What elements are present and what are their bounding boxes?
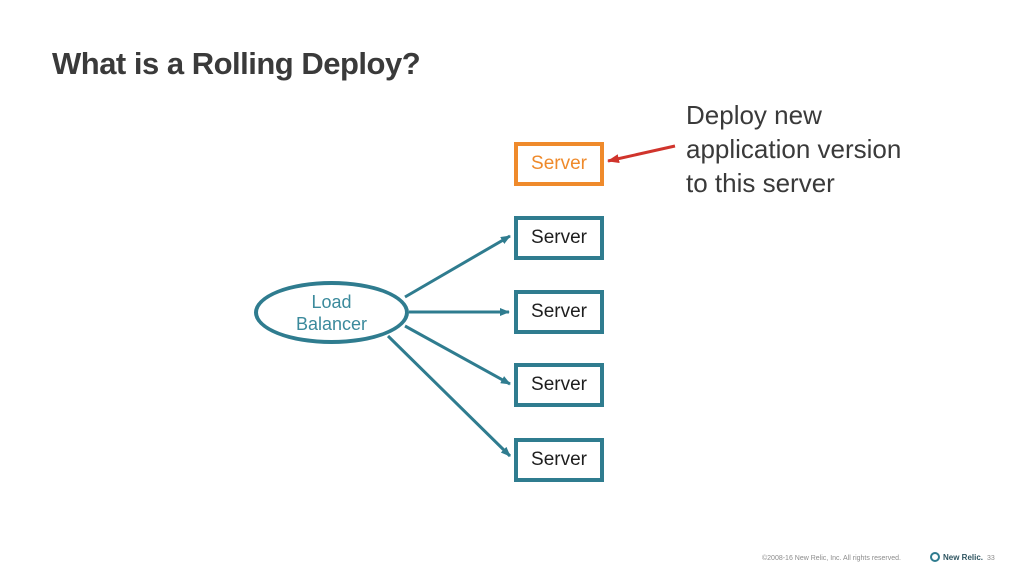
server-label: Server: [531, 153, 587, 174]
callout-line-3: to this server: [686, 168, 835, 198]
server-label: Server: [531, 227, 587, 248]
connector-to-server-4: [404, 324, 511, 386]
server-label: Server: [531, 301, 587, 322]
new-relic-logo: New Relic.: [930, 552, 983, 562]
server-box: Server: [514, 216, 604, 260]
slide-title: What is a Rolling Deploy?: [52, 46, 421, 81]
logo-text: New Relic.: [943, 552, 984, 562]
load-balancer-label-line2: Balancer: [295, 313, 368, 334]
server-label: Server: [531, 374, 587, 395]
connector-to-server-2: [404, 234, 511, 299]
load-balancer-node: Load Balancer: [254, 281, 409, 344]
callout-line-1: Deploy new: [686, 100, 822, 130]
new-relic-logo-icon: [930, 552, 940, 562]
server-box: Server: [514, 363, 604, 407]
page-number: 33: [987, 555, 995, 562]
deploy-callout: Deploy new application version to this s…: [686, 98, 901, 200]
server-box: Server: [514, 438, 604, 482]
callout-line-2: application version: [686, 134, 902, 164]
server-box-highlighted: Server: [514, 142, 604, 186]
callout-arrow: [607, 144, 676, 163]
server-box: Server: [514, 290, 604, 334]
load-balancer-label-line1: Load: [311, 291, 352, 312]
footer-copyright: ©2008-16 New Relic, Inc. All rights rese…: [762, 555, 901, 562]
connector-to-server-5: [386, 334, 512, 458]
server-label: Server: [531, 449, 587, 470]
